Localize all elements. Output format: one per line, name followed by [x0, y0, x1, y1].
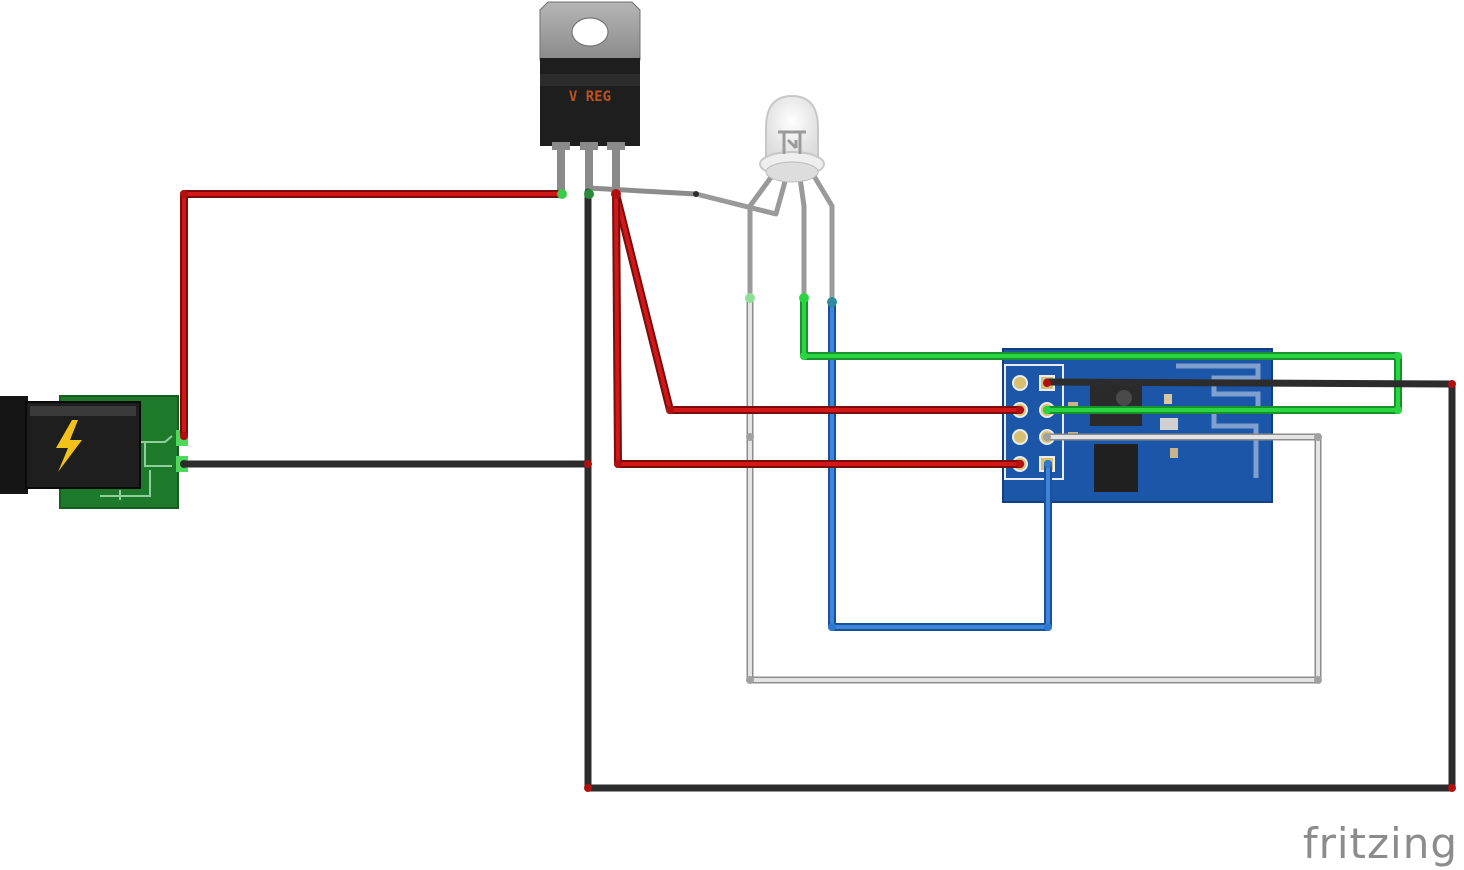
node-esp-pin-l4: [1016, 460, 1024, 468]
regulator-mount-hole: [571, 17, 609, 47]
node-reg-out: [611, 189, 621, 199]
node-ground-bottom-left: [584, 784, 592, 792]
jack-body-highlight: [30, 406, 136, 416]
jack-barrel: [0, 396, 28, 494]
node-red-junction: [614, 460, 622, 468]
node-green-top-right: [1394, 352, 1402, 360]
regulator-leg-foot-2: [580, 142, 598, 150]
led-leg-4: [811, 173, 835, 305]
node-white-bottom-right: [1314, 676, 1322, 684]
red-wire-vout-esp-outline: [612, 190, 1024, 414]
regulator-leg-gnd: [585, 146, 593, 190]
node-white-mid: [746, 433, 754, 441]
regulator-leg-in: [557, 146, 565, 190]
regulator-body: [540, 58, 640, 146]
node-reg-gnd: [584, 189, 594, 199]
led-dome: [765, 94, 819, 161]
esp-pin-l3: [1012, 429, 1028, 445]
node-led-3: [799, 293, 809, 303]
node-ground-bottom-right: [1448, 784, 1456, 792]
esp-flash-chip: [1094, 444, 1138, 492]
node-green-bend: [800, 352, 808, 360]
led-diode-icon: [778, 130, 806, 154]
red-wires: [180, 190, 1024, 468]
rgb-led: [693, 94, 835, 305]
voltage-regulator: V REG: [539, 1, 641, 190]
regulator-label: V REG: [569, 89, 611, 105]
node-gray-bend: [693, 191, 699, 197]
node-white-top-right: [1314, 433, 1322, 441]
node-blue-bottom-left: [828, 623, 836, 631]
node-ground-junction: [584, 460, 592, 468]
node-esp-pin-r1: [1043, 379, 1051, 387]
jack-pcb-traces: [100, 435, 173, 500]
regulator-leg-foot-1: [552, 142, 570, 150]
node-red-bend: [666, 406, 674, 414]
node-esp-pin-l2: [1016, 406, 1024, 414]
led-leg-1: [747, 173, 775, 301]
node-led-4: [827, 297, 837, 307]
led-leg-2: [693, 175, 789, 217]
red-wire-jack-vin: [182, 192, 564, 438]
esp-smd-2: [1160, 418, 1178, 430]
esp-smd-1: [1164, 394, 1172, 404]
gray-wire-regulator-led: [585, 185, 699, 197]
esp-smd-3: [1170, 448, 1178, 458]
node-white-bottom-left: [746, 676, 754, 684]
regulator-leg-out: [612, 146, 620, 190]
jack-body: [25, 401, 141, 489]
esp-antenna-trace: [1176, 363, 1261, 478]
fritzing-logo: fritzing: [1302, 819, 1458, 868]
node-esp-pin-r3: [1043, 433, 1051, 441]
esp-smd-4: [1068, 402, 1078, 408]
connection-points: [180, 189, 1456, 792]
red-wire-vout-esp2-outline: [612, 190, 1024, 468]
red-wire-vout-esp: [614, 192, 1022, 412]
led-base: [765, 161, 819, 183]
red-wire-vout-esp2: [614, 192, 1022, 466]
node-led-1: [745, 293, 755, 303]
power-jack: [0, 395, 188, 509]
node-jack-vin: [180, 432, 188, 440]
esp-chip: [1090, 382, 1142, 426]
esp-module: [1002, 348, 1273, 503]
node-green-bottom-right: [1394, 406, 1402, 414]
node-reg-in: [557, 189, 567, 199]
node-blue-bottom-right: [1044, 623, 1052, 631]
node-jack-gnd: [180, 460, 188, 468]
esp-logo-icon: [1116, 390, 1132, 406]
regulator-leg-foot-3: [607, 142, 625, 150]
esp-header-outline: [1004, 364, 1064, 480]
red-wire-jack-vin-outline: [180, 190, 566, 440]
node-esp-pin-r4: [1044, 460, 1052, 468]
led-leg-3: [797, 175, 807, 301]
power-bolt-icon: [56, 420, 82, 472]
esp-pin-l1: [1012, 375, 1028, 391]
regulator-body-band: [540, 74, 640, 86]
node-ground-top-right: [1448, 380, 1456, 388]
node-esp-pin-r2: [1043, 406, 1051, 414]
node-top-left-corner: [180, 190, 188, 198]
